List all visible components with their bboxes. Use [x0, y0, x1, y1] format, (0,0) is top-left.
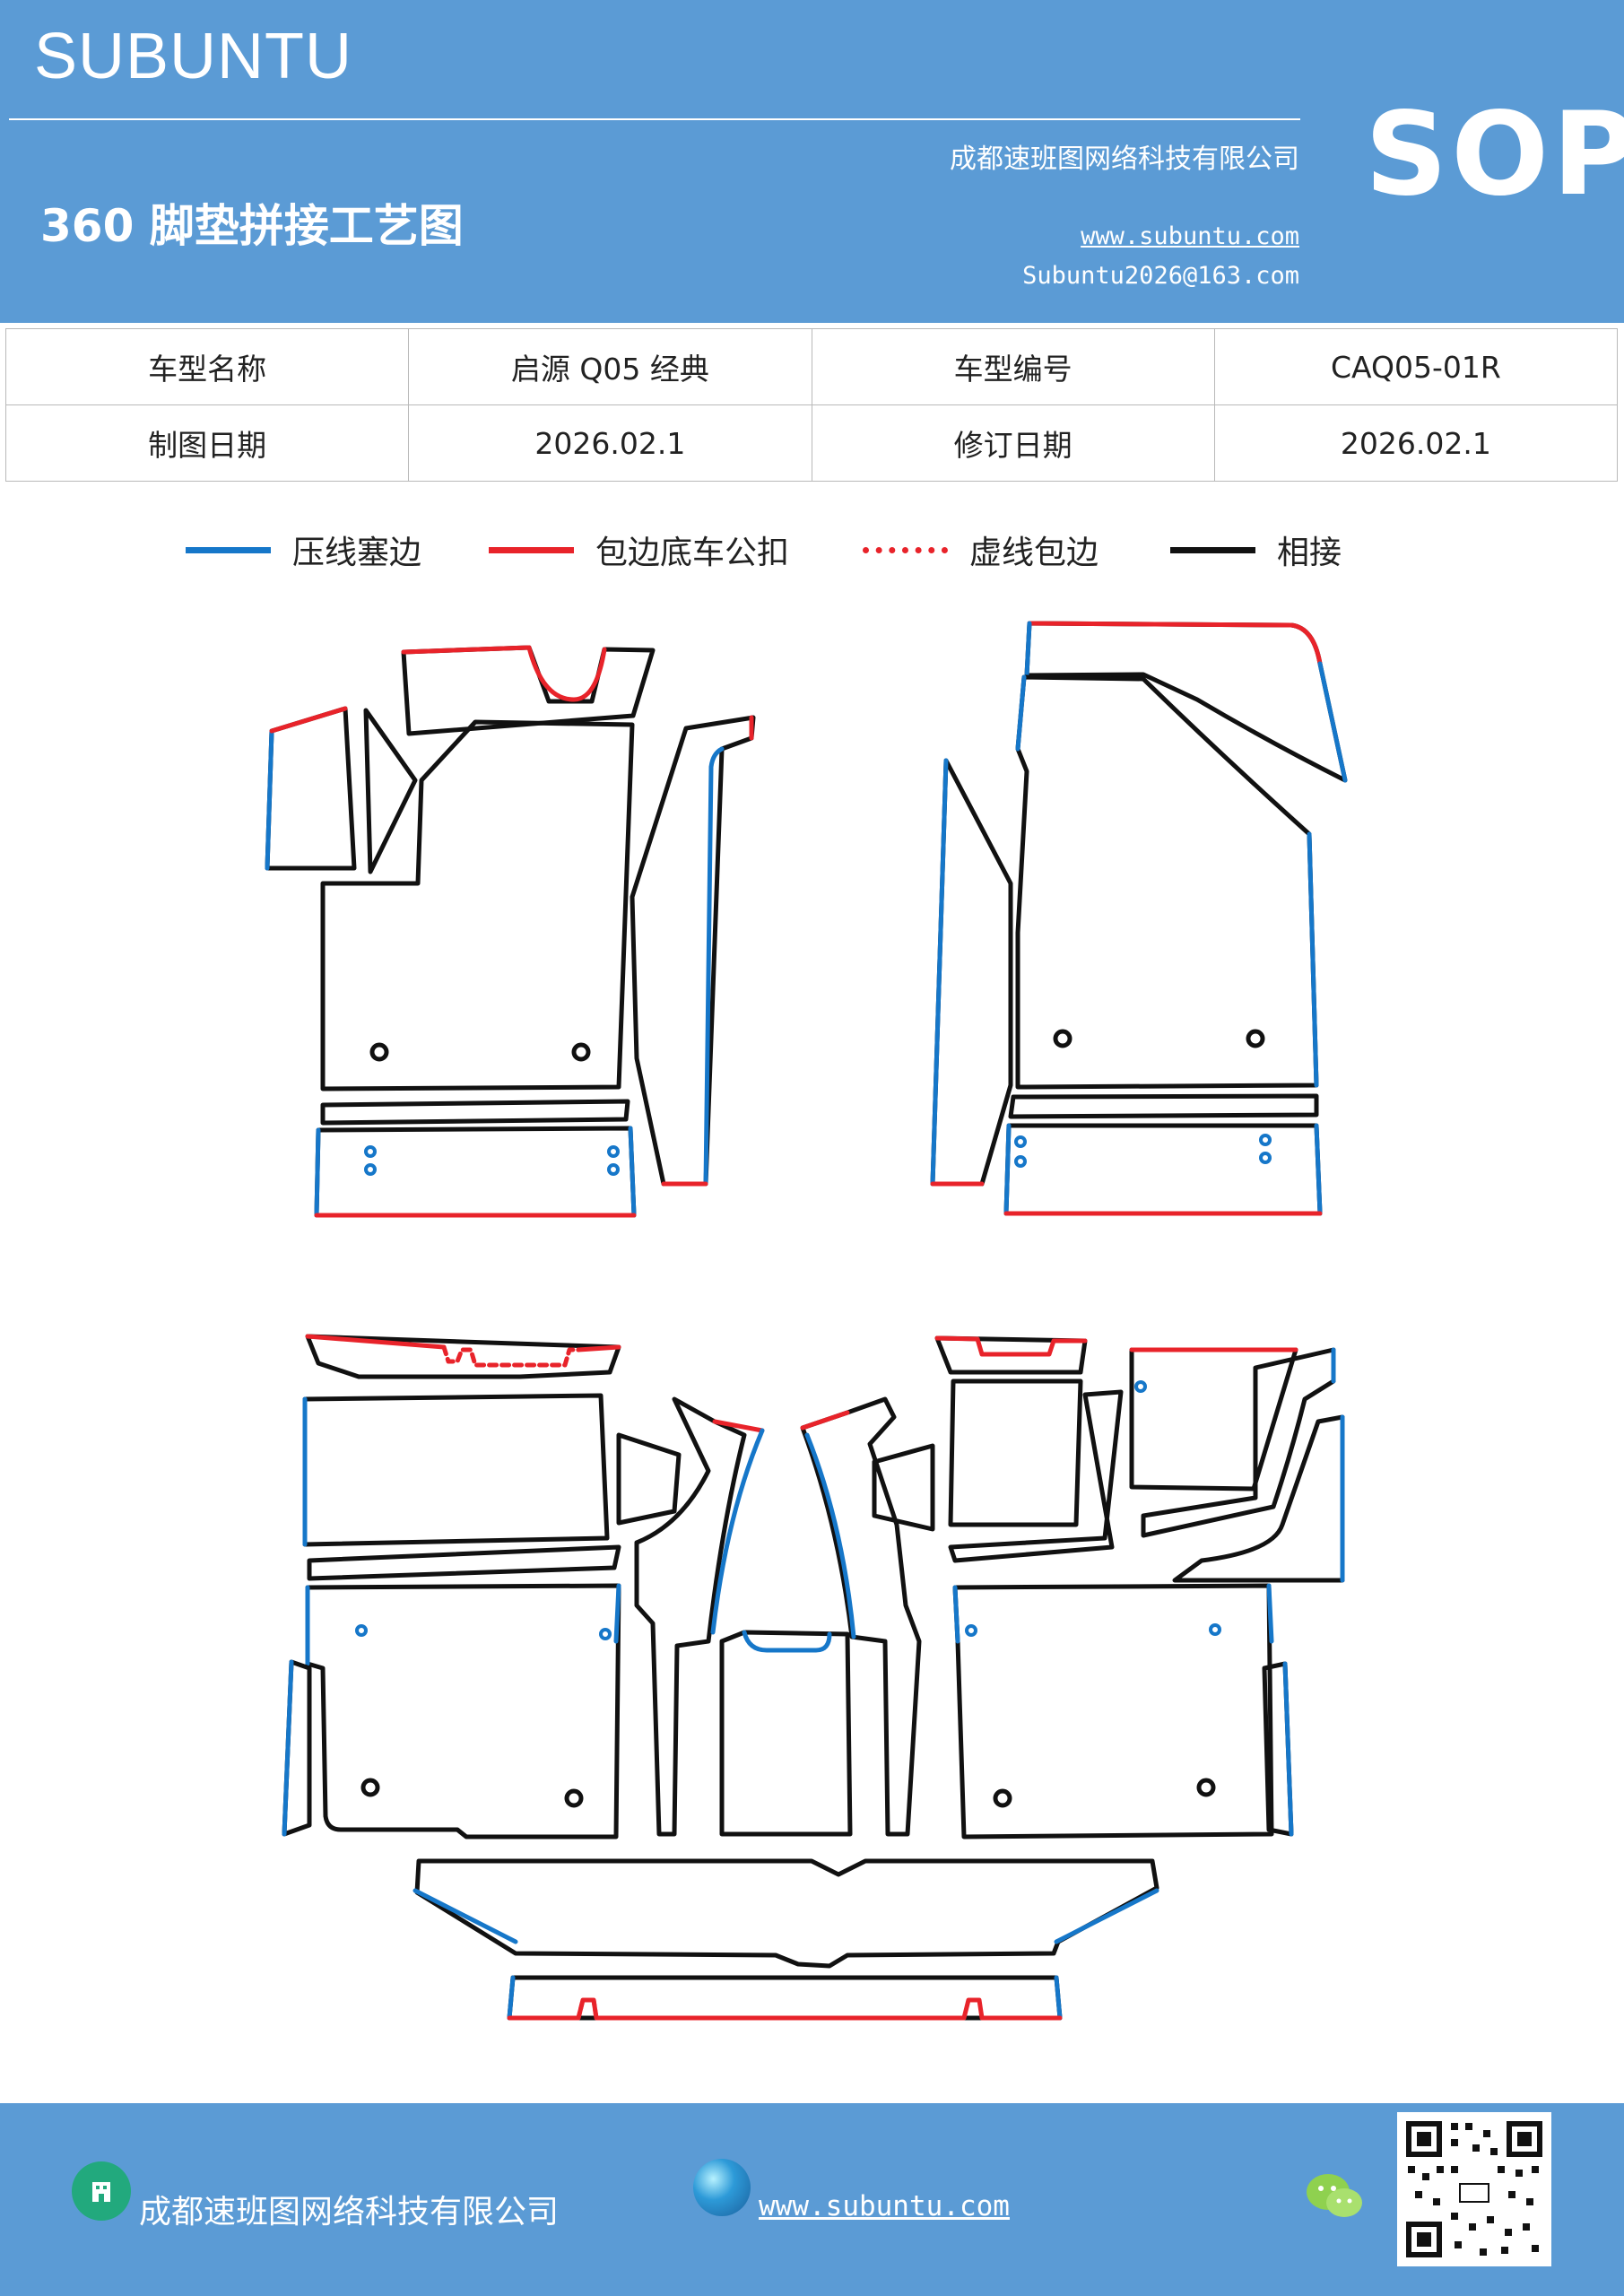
legend: 压线塞边 包边底车公扣 虚线包边 相接	[0, 518, 1624, 581]
header-divider	[9, 118, 1300, 120]
header-website-link[interactable]: www.subuntu.com	[1081, 222, 1299, 250]
qr-code	[1397, 2112, 1551, 2266]
legend-item-edge-buckle: 包边底车公扣	[489, 518, 789, 581]
brand-logo-text: SUBUNTU	[34, 21, 353, 92]
value-revision-date: 2026.02.1	[1213, 404, 1619, 482]
label-model-name: 车型名称	[4, 328, 410, 405]
label-model-code: 车型编号	[811, 328, 1215, 405]
legend-item-press-line: 压线塞边	[186, 518, 421, 581]
legend-swatch-red-dotted	[863, 546, 948, 553]
globe-icon	[693, 2159, 751, 2216]
label-draw-date: 制图日期	[4, 404, 410, 482]
value-model-name: 启源 Q05 经典	[408, 328, 812, 405]
legend-label: 包边底车公扣	[595, 535, 790, 571]
document-title: 360 脚垫拼接工艺图	[40, 200, 464, 252]
front-left-mat-group	[265, 645, 756, 1218]
footer-website-link[interactable]: www.subuntu.com	[759, 2190, 1010, 2222]
value-model-code: CAQ05-01R	[1213, 328, 1619, 405]
label-revision-date: 修订日期	[811, 404, 1215, 482]
legend-item-joined: 相接	[1170, 518, 1342, 581]
footer-company-name: 成都速班图网络科技有限公司	[139, 2194, 560, 2231]
wechat-icon[interactable]	[1305, 2170, 1366, 2224]
legend-item-dotted-edge: 虚线包边	[863, 518, 1099, 581]
front-right-mat-group	[930, 621, 1348, 1216]
table-row: 制图日期 2026.02.1 修订日期 2026.02.1	[4, 404, 1619, 482]
sop-badge: SOP	[1365, 88, 1624, 222]
mat-layout-diagram	[265, 621, 1348, 2021]
footer: 成都速班图网络科技有限公司 www.subuntu.com	[0, 2103, 1624, 2296]
value-draw-date: 2026.02.1	[408, 404, 812, 482]
table-row: 车型名称 启源 Q05 经典 车型编号 CAQ05-01R	[4, 328, 1619, 405]
vehicle-info-table: 车型名称 启源 Q05 经典 车型编号 CAQ05-01R 制图日期 2026.…	[4, 328, 1619, 482]
legend-label: 相接	[1277, 535, 1342, 571]
building-icon	[72, 2161, 131, 2221]
legend-label: 虚线包边	[969, 535, 1099, 571]
header-company-name: 成都速班图网络科技有限公司	[950, 144, 1299, 175]
rear-mat-group	[282, 1334, 1345, 2021]
header-email: Subuntu2026@163.com	[1022, 262, 1299, 290]
header: SUBUNTU 成都速班图网络科技有限公司 360 脚垫拼接工艺图 www.su…	[0, 0, 1624, 323]
legend-swatch-blue	[186, 546, 271, 553]
legend-label: 压线塞边	[292, 535, 422, 571]
legend-swatch-black	[1170, 546, 1255, 553]
legend-swatch-red	[489, 546, 574, 553]
